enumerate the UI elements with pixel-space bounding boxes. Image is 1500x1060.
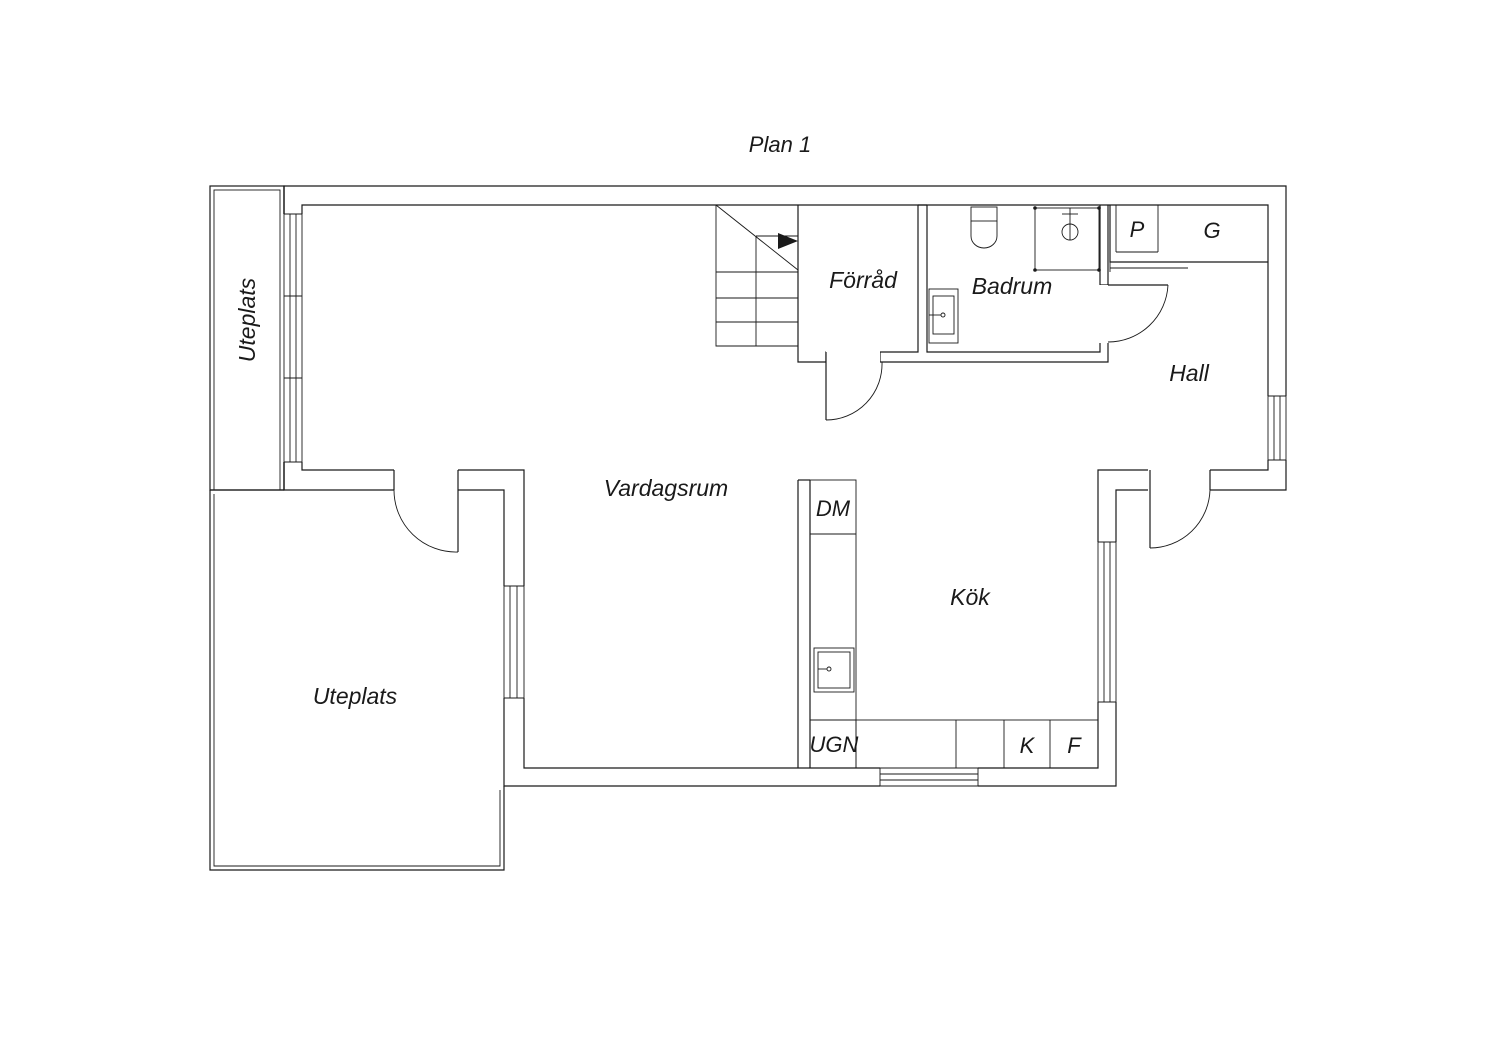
shower-icon [1033, 206, 1101, 272]
window-kitchen-south [879, 767, 979, 787]
window-hall-east [1267, 395, 1287, 461]
fixture-label-g: G [1203, 218, 1220, 243]
bathroom-sink-icon [928, 288, 959, 344]
kitchen-counter-left [809, 479, 857, 769]
window-living-west [503, 585, 525, 699]
fixture-label-f: F [1067, 733, 1082, 758]
toilet-icon [970, 206, 998, 249]
door-entry [1148, 469, 1211, 549]
door-badrum [1099, 284, 1169, 343]
room-label-uteplats-strip: Uteplats [234, 277, 260, 362]
fixture-label-p: P [1130, 217, 1145, 242]
room-label-uteplats-large: Uteplats [313, 683, 398, 709]
room-label-vardagsrum: Vardagsrum [604, 475, 728, 501]
plan-title: Plan 1 [749, 132, 811, 157]
window-left-wall [283, 213, 303, 463]
door-terrace [393, 469, 459, 553]
room-label-kok: Kök [950, 584, 991, 610]
fixture-label-ugn: UGN [810, 732, 859, 757]
fixture-label-k: K [1020, 733, 1036, 758]
door-forrad [825, 351, 883, 421]
room-label-hall: Hall [1169, 360, 1210, 386]
room-label-badrum: Badrum [972, 273, 1053, 299]
staircase [715, 204, 799, 347]
terrace-outline [209, 185, 505, 871]
kitchen-sink-icon [813, 647, 855, 693]
fixture-label-dm: DM [816, 496, 851, 521]
stair-arrow-icon [778, 233, 798, 249]
kitchen-counter-bottom [855, 719, 1099, 769]
room-label-forrad: Förråd [829, 267, 898, 293]
window-kitchen-east [1097, 541, 1117, 703]
